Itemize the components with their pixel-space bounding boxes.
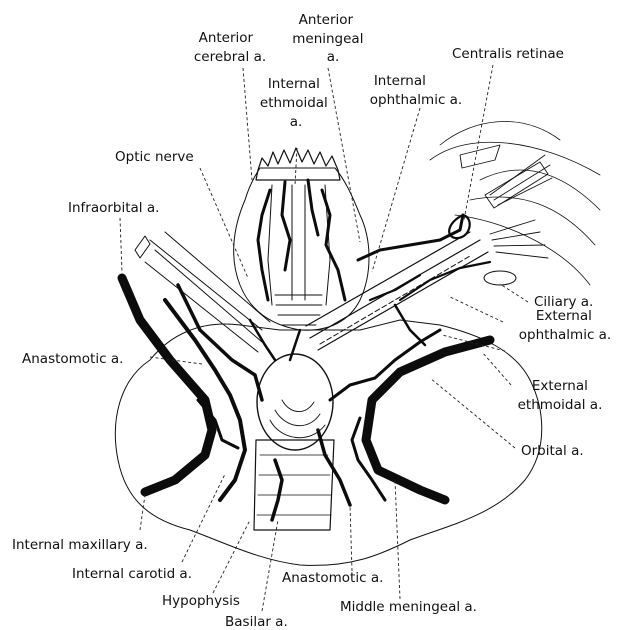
muscle-fan-2 — [460, 145, 500, 168]
labels: Anterior cerebral a. Anterior meningeal … — [12, 12, 611, 630]
drawing — [115, 121, 600, 565]
label-optic-nerve: Optic nerve — [115, 149, 194, 165]
ciliary-bulb — [484, 271, 516, 285]
brainstem — [254, 440, 334, 530]
fringe — [256, 148, 340, 180]
optic-nerve-right — [306, 232, 488, 350]
label-infraorbital: Infraorbital a. — [68, 200, 159, 216]
label-orbital: Orbital a. — [521, 443, 584, 459]
label-anterior-meningeal: Anterior meningeal a. — [292, 12, 368, 65]
fibrous-strands — [430, 121, 600, 285]
label-internal-carotid: Internal carotid a. — [72, 566, 192, 582]
label-hypophysis: Hypophysis — [162, 593, 240, 609]
hypophysis-body — [257, 354, 333, 450]
brainstem-lines — [257, 455, 331, 515]
leader-lines — [120, 65, 528, 611]
label-external-ethmoidal: External ethmoidal a. — [518, 378, 603, 413]
hypophysis-shading — [270, 400, 325, 438]
brain-base — [115, 320, 541, 565]
olfactory-tracts — [268, 185, 330, 305]
label-anterior-cerebral: Anterior cerebral a. — [194, 30, 266, 65]
vessel-right-main — [366, 340, 490, 500]
vessel-external-ethmoidal — [370, 275, 420, 300]
label-external-ophthalmic: External ophthalmic a. — [519, 308, 611, 343]
label-centralis-retinae: Centralis retinae — [452, 46, 564, 62]
label-internal-ophthalmic: Internal ophthalmic a. — [370, 73, 462, 108]
vessel-left-anastomotic — [198, 400, 238, 448]
label-internal-maxillary: Internal maxillary a. — [12, 537, 148, 553]
vessel-right-small — [395, 305, 425, 345]
vessel-basilar-left — [272, 460, 282, 520]
vessel-ophthalmic — [358, 215, 463, 260]
optic-nerve-right-dash — [320, 256, 470, 344]
label-anastomotic-left: Anastomotic a. — [22, 351, 123, 367]
label-anastomotic-bottom: Anastomotic a. — [282, 570, 383, 586]
optic-nerve-left — [145, 232, 270, 352]
frontal-mass — [234, 168, 369, 330]
label-middle-meningeal: Middle meningeal a. — [340, 599, 477, 615]
muscle-fan-3 — [490, 220, 548, 258]
label-basilar: Basilar a. — [225, 614, 288, 630]
optic-nerve-end-left — [135, 236, 150, 258]
label-internal-ethmoidal: Internal ethmoidal a. — [260, 76, 332, 130]
muscle-fan-1-lines — [490, 155, 552, 205]
